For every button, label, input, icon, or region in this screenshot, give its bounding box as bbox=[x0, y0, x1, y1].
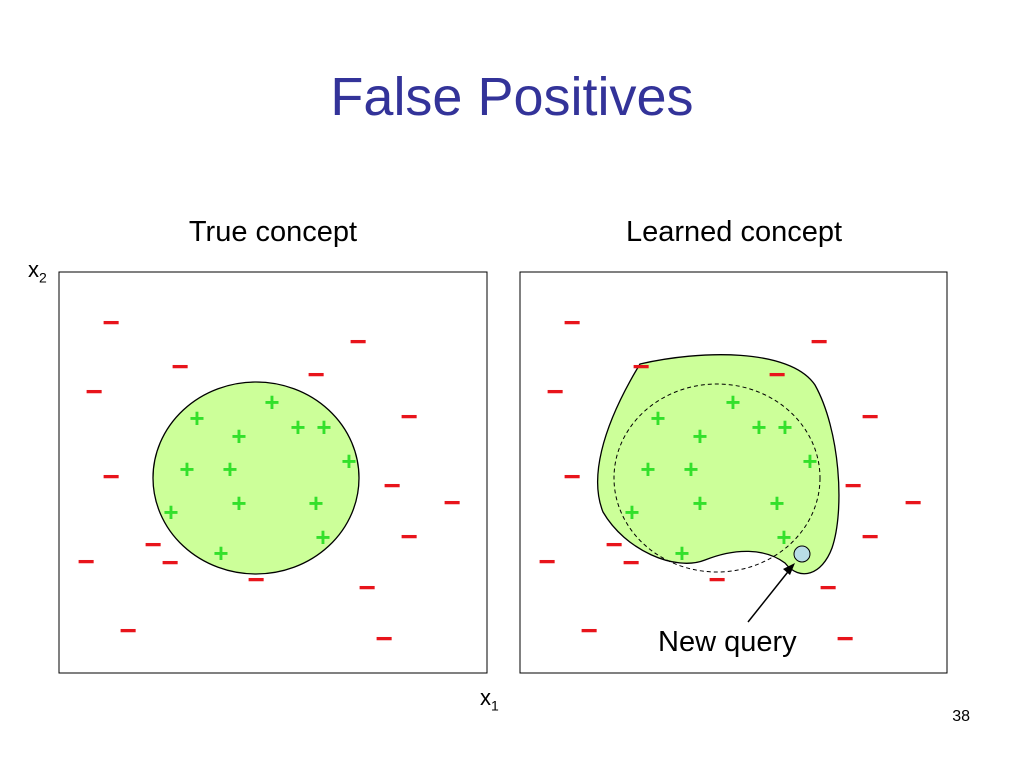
positive-example-mark: + bbox=[316, 412, 331, 442]
negative-example-mark: − bbox=[632, 351, 650, 384]
x1-axis-label: x1 bbox=[480, 686, 499, 717]
positive-example-mark: + bbox=[264, 387, 279, 417]
negative-example-mark: − bbox=[708, 564, 726, 597]
positive-example-mark: + bbox=[213, 538, 228, 568]
negative-example-mark: − bbox=[349, 326, 367, 359]
x2-axis-base: x bbox=[28, 257, 39, 282]
negative-example-mark: − bbox=[538, 546, 556, 579]
new-query-label: New query bbox=[658, 626, 797, 658]
negative-example-mark: − bbox=[161, 547, 179, 580]
negative-example-mark: − bbox=[443, 487, 461, 520]
positive-example-mark: + bbox=[674, 538, 689, 568]
positive-example-mark: + bbox=[751, 412, 766, 442]
negative-example-mark: − bbox=[383, 470, 401, 503]
negative-example-mark: − bbox=[836, 623, 854, 656]
negative-example-mark: − bbox=[375, 623, 393, 656]
new-query-arrowhead bbox=[783, 563, 795, 575]
positive-example-mark: + bbox=[341, 446, 356, 476]
positive-example-mark: + bbox=[222, 454, 237, 484]
positive-example-mark: + bbox=[769, 488, 784, 518]
positive-example-mark: + bbox=[315, 522, 330, 552]
new-query-arrow bbox=[747, 567, 792, 623]
positive-example-mark: + bbox=[683, 454, 698, 484]
positive-example-mark: + bbox=[777, 412, 792, 442]
negative-example-mark: − bbox=[605, 529, 623, 562]
positive-example-mark: + bbox=[231, 488, 246, 518]
positive-example-mark: + bbox=[725, 387, 740, 417]
positive-example-mark: + bbox=[650, 403, 665, 433]
negative-example-mark: − bbox=[400, 521, 418, 554]
positive-example-mark: + bbox=[692, 421, 707, 451]
true-concept-region bbox=[152, 381, 360, 575]
negative-example-mark: − bbox=[546, 376, 564, 409]
negative-example-mark: − bbox=[247, 564, 265, 597]
positive-example-mark: + bbox=[308, 488, 323, 518]
positive-example-mark: + bbox=[189, 403, 204, 433]
negative-example-mark: − bbox=[861, 401, 879, 434]
positive-example-mark: + bbox=[776, 522, 791, 552]
negative-example-mark: − bbox=[102, 461, 120, 494]
negative-example-mark: − bbox=[358, 572, 376, 605]
learned-concept-region bbox=[597, 354, 840, 575]
negative-example-mark: − bbox=[819, 572, 837, 605]
learned-concept-title: Learned concept bbox=[625, 216, 843, 248]
positive-example-mark: + bbox=[640, 454, 655, 484]
x2-axis-label: x2 bbox=[28, 258, 47, 289]
slide-number: 38 bbox=[952, 708, 970, 725]
slide-title: False Positives bbox=[330, 67, 694, 127]
negative-example-mark: − bbox=[844, 470, 862, 503]
new-query-point bbox=[793, 545, 811, 563]
positive-example-mark: + bbox=[802, 446, 817, 476]
negative-example-mark: − bbox=[861, 521, 879, 554]
negative-example-mark: − bbox=[563, 307, 581, 340]
negative-example-mark: − bbox=[580, 615, 598, 648]
true-concept-examples: +++++++++++++−−−−−−−−−−−−−−−−− bbox=[77, 307, 461, 656]
true-concept-title: True concept bbox=[188, 216, 358, 248]
positive-example-mark: + bbox=[163, 497, 178, 527]
positive-example-mark: + bbox=[624, 497, 639, 527]
x1-axis-base: x bbox=[480, 685, 491, 710]
learned-concept-examples: +++++++++++++−−−−−−−−−−−−−−−−− bbox=[538, 307, 922, 656]
positive-example-mark: + bbox=[692, 488, 707, 518]
x1-axis-subscript: 1 bbox=[491, 697, 499, 714]
negative-example-mark: − bbox=[77, 546, 95, 579]
negative-example-mark: − bbox=[171, 351, 189, 384]
negative-example-mark: − bbox=[563, 461, 581, 494]
negative-example-mark: − bbox=[810, 326, 828, 359]
positive-example-mark: + bbox=[231, 421, 246, 451]
negative-example-mark: − bbox=[768, 359, 786, 392]
negative-example-mark: − bbox=[85, 376, 103, 409]
negative-example-mark: − bbox=[144, 529, 162, 562]
positive-example-mark: + bbox=[290, 412, 305, 442]
negative-example-mark: − bbox=[102, 307, 120, 340]
x2-axis-subscript: 2 bbox=[39, 269, 47, 286]
negative-example-mark: − bbox=[307, 359, 325, 392]
negative-example-mark: − bbox=[904, 487, 922, 520]
negative-example-mark: − bbox=[622, 547, 640, 580]
negative-example-mark: − bbox=[400, 401, 418, 434]
true-concept-outline bbox=[613, 383, 821, 573]
negative-example-mark: − bbox=[119, 615, 137, 648]
positive-example-mark: + bbox=[179, 454, 194, 484]
